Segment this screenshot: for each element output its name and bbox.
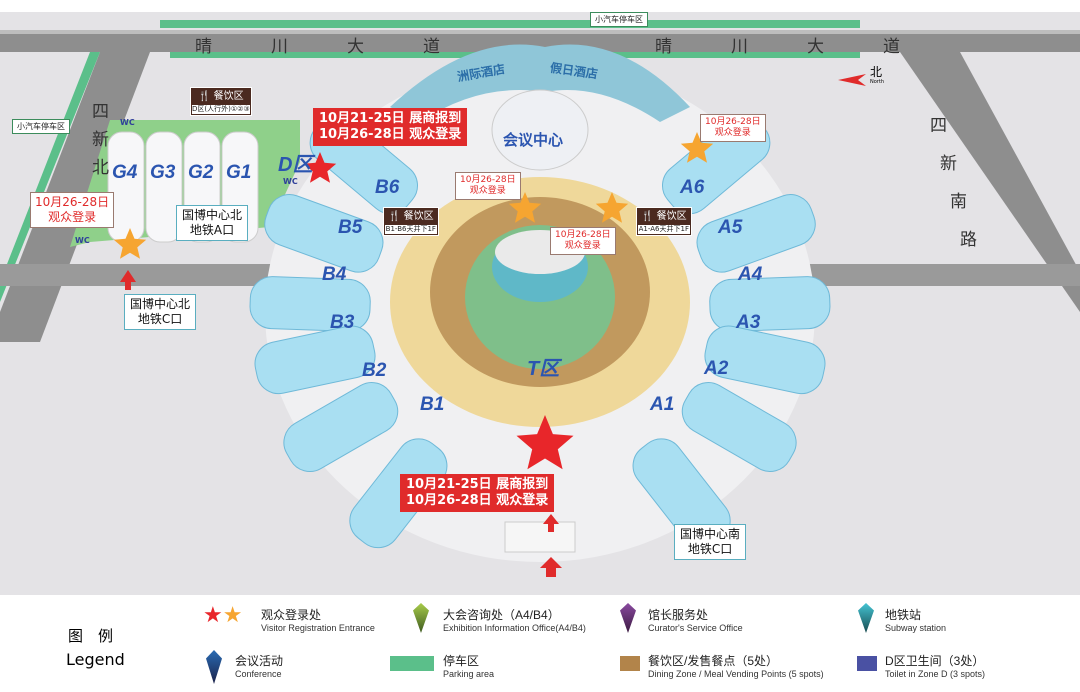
subway-south-label: 国博中心南地铁C口	[674, 524, 747, 560]
hall-a2[interactable]	[674, 374, 804, 479]
wc-label: WC	[283, 177, 298, 186]
hall-a3[interactable]	[701, 322, 829, 398]
hall-b5[interactable]	[259, 188, 390, 278]
hall-a5[interactable]	[691, 188, 822, 278]
curator-marker-icon	[620, 603, 636, 633]
legend-info-office: 大会咨询处（A4/B4）Exhibition Information Offic…	[443, 608, 586, 634]
subway-north-a-label: 国博中心北地铁A口	[176, 205, 249, 241]
hall-label: A6	[680, 177, 705, 198]
hall-label: A3	[736, 312, 761, 333]
registration-callout-center-right: 10月26-28日观众登录	[550, 227, 616, 255]
registration-star-icon[interactable]	[595, 192, 629, 223]
registration-callout-center-left: 10月26-28日观众登录	[455, 172, 521, 200]
hall-label: A5	[718, 217, 743, 238]
toilet-swatch	[857, 656, 877, 671]
hall-label: A2	[704, 358, 729, 379]
west-road-label: 四新北	[92, 102, 111, 178]
hall-label: G1	[226, 162, 252, 183]
registration-star-icon[interactable]	[303, 152, 337, 183]
legend-dining: 餐饮区/发售餐点（5处）Dining Zone / Meal Vending P…	[648, 654, 824, 680]
dining-swatch	[620, 656, 640, 671]
north-road-label: 晴 川 大 道	[195, 37, 442, 57]
hall-label: B6	[375, 177, 400, 198]
zone-d-label: D区	[278, 154, 313, 176]
north-road-label-2: 晴 川 大 道	[655, 37, 902, 57]
conference-center-label: 会议中心	[503, 131, 564, 149]
registration-star-icon[interactable]	[680, 132, 714, 163]
hall-g3[interactable]	[145, 131, 183, 243]
hall-label: G2	[188, 162, 214, 183]
entrance-arrow	[120, 270, 136, 290]
hall-b2[interactable]	[276, 374, 406, 479]
south-entrance-steps	[504, 521, 576, 553]
zone-t-label: T区	[527, 358, 560, 380]
north-road	[0, 34, 1080, 52]
info-office-marker-icon	[413, 603, 429, 633]
hall-label: B5	[338, 217, 363, 238]
hall-label: B4	[322, 264, 347, 285]
parking-callout-top: 小汽车停车区	[590, 12, 648, 27]
registration-star-icon[interactable]	[113, 228, 147, 259]
hotel-building	[390, 44, 690, 122]
hall-label: A4	[738, 264, 763, 285]
hall-b4[interactable]	[249, 276, 371, 332]
entrance-arrow	[543, 514, 559, 532]
registration-stars-icon: ★★	[203, 603, 243, 628]
registration-callout-g: 10月26-28日观众登录	[30, 192, 115, 228]
parking-strip-west	[0, 52, 100, 302]
legend-title-en: Legend	[66, 650, 125, 669]
entrance-arrow	[540, 557, 562, 577]
hall-label: B3	[330, 312, 355, 333]
east-road-label: 四新南路	[930, 116, 979, 250]
hall-label: G4	[112, 162, 138, 183]
legend-toilet: D区卫生间（3处）Toilet in Zone D (3 spots)	[885, 654, 986, 680]
east-road	[900, 52, 1080, 312]
parking-strip-top	[160, 20, 860, 28]
registration-callout-a6: 10月26-28日观众登录	[700, 114, 766, 142]
hall-label: B1	[420, 394, 445, 415]
hall-label: B2	[362, 360, 387, 381]
legend-title-cn: 图 例	[68, 627, 114, 645]
parking-callout-left: 小汽车停车区	[12, 119, 70, 134]
conference-center-dome	[491, 89, 589, 171]
hall-b3[interactable]	[251, 322, 379, 398]
map-graphics	[0, 20, 1080, 577]
hall-label: A1	[650, 394, 675, 415]
north-arrow-icon	[838, 74, 866, 86]
registration-star-icon[interactable]	[516, 415, 574, 470]
parking-swatch	[390, 656, 434, 671]
conference-marker-icon	[206, 650, 222, 684]
subway-marker-icon	[858, 603, 874, 633]
subway-north-c-label: 国博中心北地铁C口	[124, 294, 197, 330]
registration-star-icon[interactable]	[508, 192, 542, 223]
hall-a4[interactable]	[709, 276, 831, 332]
wc-label: WC	[120, 118, 135, 127]
wc-label: WC	[75, 236, 90, 245]
hall-label: G3	[150, 162, 176, 183]
